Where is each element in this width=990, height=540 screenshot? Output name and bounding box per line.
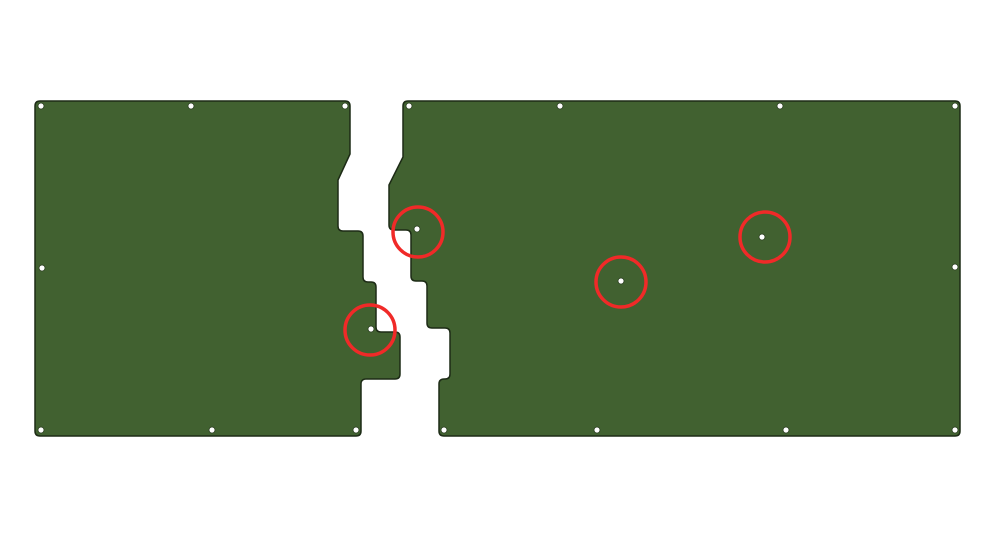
left-plate-holes [37, 102, 375, 434]
highlight-ring [594, 255, 648, 309]
highlight-ring [738, 210, 792, 264]
mounting-hole [187, 102, 195, 110]
left-plate [34, 100, 401, 437]
mounting-hole [782, 426, 790, 434]
mounting-hole [593, 426, 601, 434]
mounting-hole [758, 233, 766, 241]
right-plate-group [388, 100, 961, 437]
mounting-hole [352, 426, 360, 434]
mounting-hole [341, 102, 349, 110]
mounting-hole [405, 102, 413, 110]
mounting-hole [413, 225, 421, 233]
mounting-hole [951, 426, 959, 434]
right-plate [388, 100, 961, 437]
mounting-hole [951, 263, 959, 271]
right-plate-holes [405, 102, 959, 434]
mounting-hole [556, 102, 564, 110]
mounting-hole [38, 264, 46, 272]
mounting-hole [37, 426, 45, 434]
mounting-hole [617, 277, 625, 285]
mounting-hole [951, 102, 959, 110]
highlight-ring [343, 303, 397, 357]
mounting-hole [208, 426, 216, 434]
mounting-hole [367, 325, 375, 333]
mounting-hole [440, 426, 448, 434]
highlight-ring [391, 205, 445, 259]
mounting-hole [776, 102, 784, 110]
left-plate-group [34, 100, 401, 437]
mounting-hole [37, 102, 45, 110]
highlight-circles [343, 205, 792, 357]
